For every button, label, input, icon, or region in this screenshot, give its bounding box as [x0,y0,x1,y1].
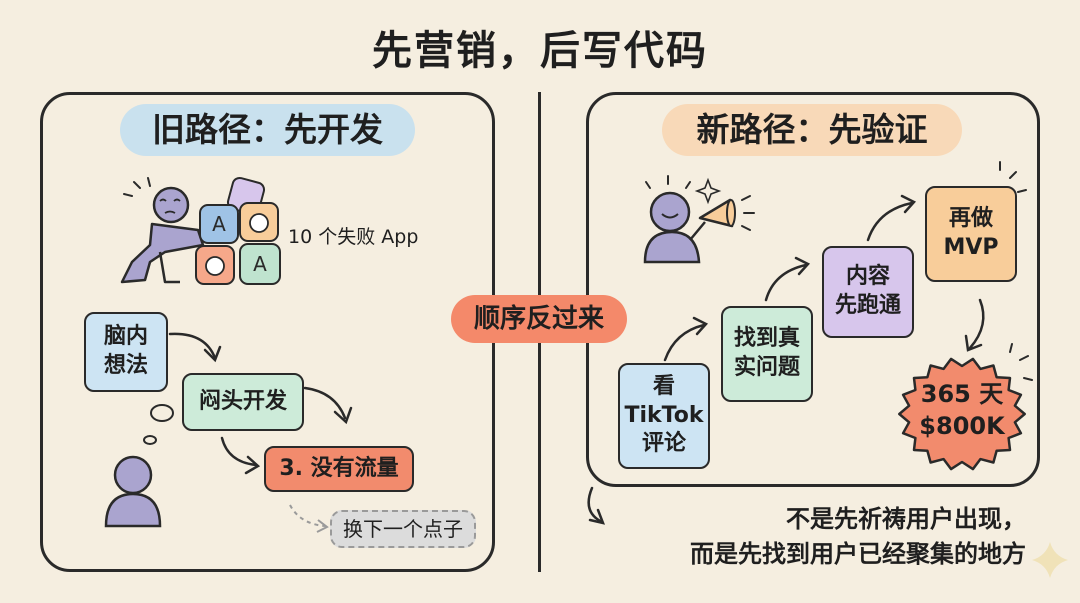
build-box: 闷头开发 [182,373,304,431]
no-traffic-box: 3. 没有流量 [264,446,414,492]
app-store-icon: A [212,212,226,236]
megaphone-person-icon [643,175,755,264]
reverse-order-label: 顺序反过来 [451,295,627,343]
star-icon [1032,542,1068,578]
content-first-box: 内容 先跑通 [822,246,914,338]
apple-icon [205,256,225,276]
apple-icon [249,213,269,233]
new-path-panel [586,92,1040,487]
page-title: 先营销，后写代码 [372,28,708,74]
new-path-heading: 新路径：先验证 [662,104,962,156]
mvp-box: 再做 MVP [925,186,1017,282]
result-badge: 365 天 $800K [919,380,1005,441]
thinking-person-icon [104,404,174,528]
pushing-person-icon [120,177,205,284]
conclusion-text: 不是先祈祷用户出现， 而是先找到用户已经聚集的地方 [690,505,1026,568]
watch-comments-box: 看 TikTok 评论 [618,363,710,469]
result-badge-icon [898,357,1026,471]
next-idea-box: 换下一个点子 [330,510,476,548]
failed-apps-label: 10 个失败 App [288,226,419,248]
app-store-icon: A [253,252,267,276]
idea-box: 脑内 想法 [84,312,168,392]
old-path-heading: 旧路径：先开发 [120,104,415,156]
sparkle-icon [694,177,722,205]
find-problem-box: 找到真 实问题 [721,306,813,402]
app-icons-stack: A A [195,176,281,285]
